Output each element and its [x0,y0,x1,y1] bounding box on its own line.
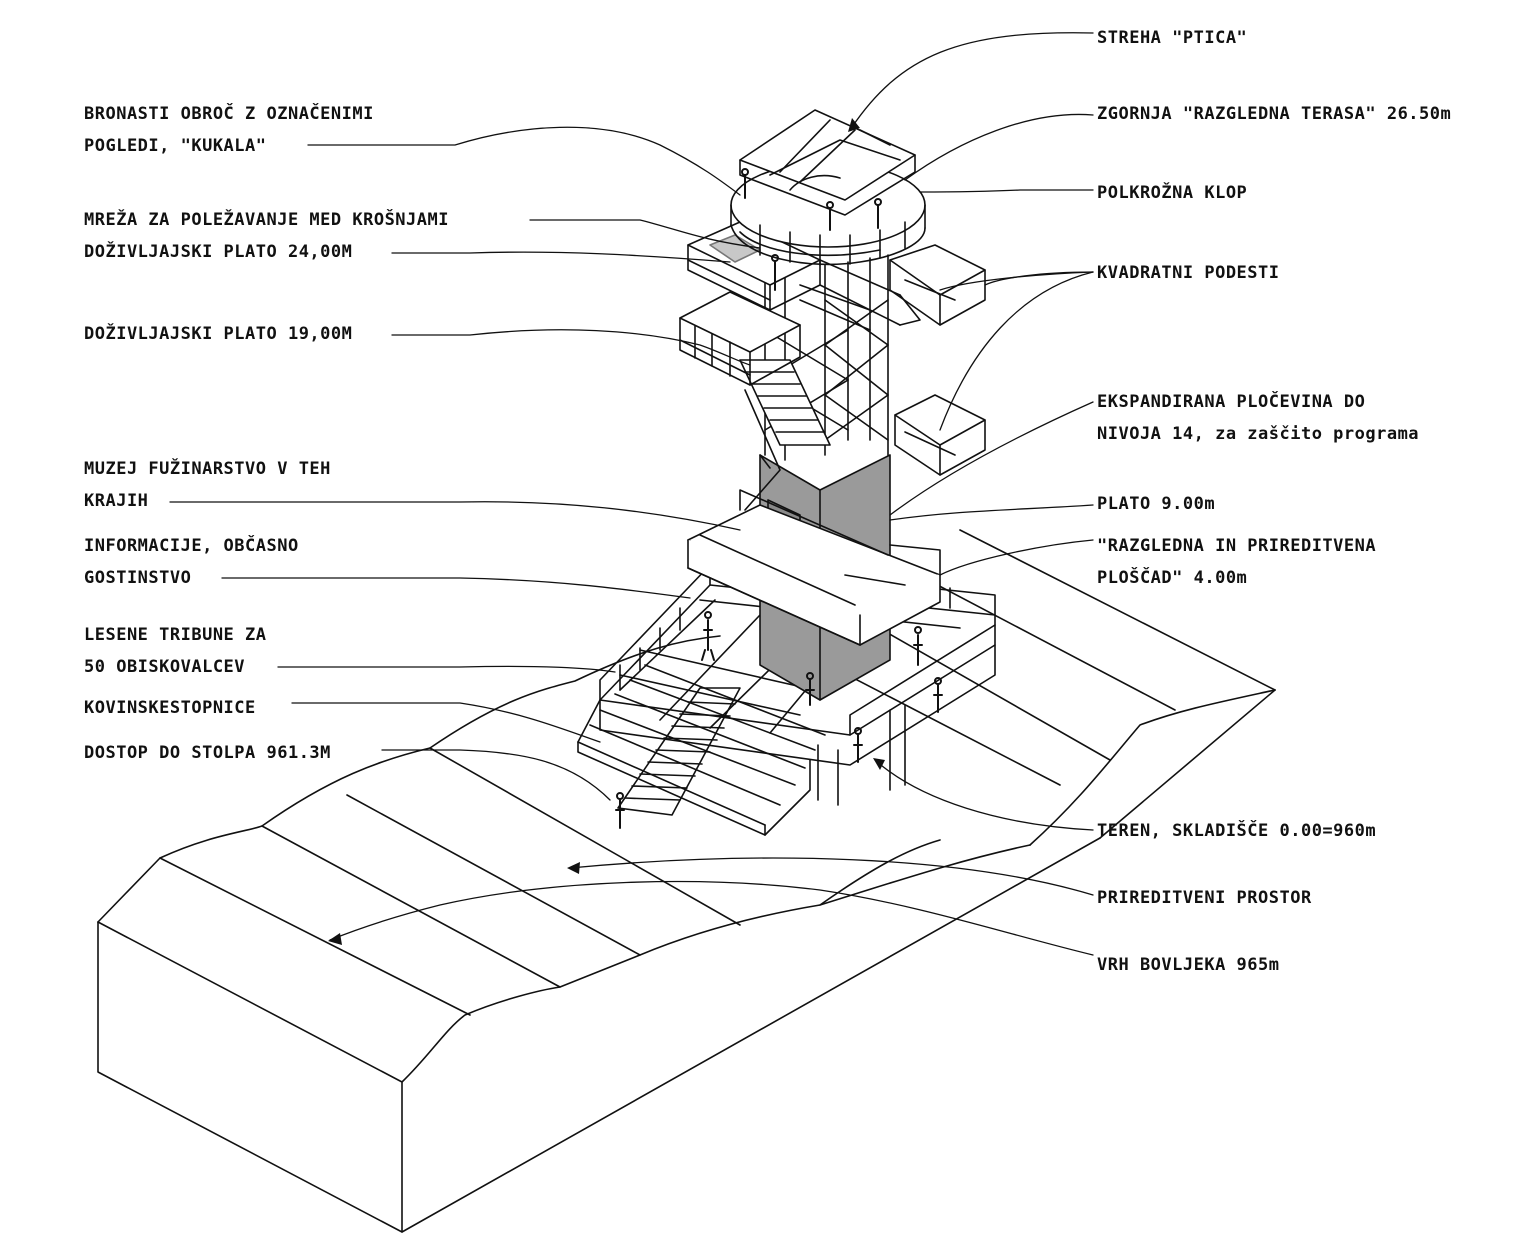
label-line: PLOŠČAD" 4.00m [1097,568,1248,588]
label-line: DOŽIVLJAJSKI PLATO 19,00M [84,324,353,344]
right-platforms [889,244,986,476]
label-line: TEREN, SKLADIŠČE 0.00=960m [1097,821,1377,841]
label-line: KOVINSKESTOPNICE [84,698,256,718]
label-dostop: DOSTOP DO STOLPA 961.3M [84,737,331,769]
label-tribune: LESENE TRIBUNE ZA 50 OBISKOVALCEV [84,619,267,683]
label-stopnice: KOVINSKESTOPNICE [84,692,256,724]
plato-9 [687,489,941,646]
leader-lines [169,32,1094,956]
arrowheads [328,118,885,945]
label-bronasti-obroc: BRONASTI OBROČ Z OZNAČENIMI POGLEDI, "KU… [84,98,374,162]
label-plato-9: PLATO 9.00m [1097,488,1215,520]
label-line: MUZEJ FUŽINARSTVO V TEH [84,459,331,479]
label-line: KVADRATNI PODESTI [1097,263,1280,283]
label-line: PRIREDITVENI PROSTOR [1097,888,1312,908]
label-line: DOŽIVLJAJSKI PLATO 24,00M [84,242,353,262]
label-prireditveni: PRIREDITVENI PROSTOR [1097,882,1312,914]
label-line: EKSPANDIRANA PLOČEVINA DO [1097,392,1366,412]
label-line: "RAZGLEDNA IN PRIREDITVENA [1097,536,1377,556]
label-ekspandirana: EKSPANDIRANA PLOČEVINA DO NIVOJA 14, za … [1097,386,1419,450]
label-line: LESENE TRIBUNE ZA [84,625,267,645]
label-line: NIVOJA 14, za zaščito programa [1097,424,1420,444]
label-mreza: MREŽA ZA POLEŽAVANJE MED KROŠNJAMI DOŽIV… [84,204,449,268]
mast-structure [739,254,889,511]
label-informacije: INFORMACIJE, OBČASNO GOSTINSTVO [84,530,299,594]
people [615,168,943,829]
label-muzej: MUZEJ FUŽINARSTVO V TEH KRAJIH [84,453,331,517]
label-line: DOSTOP DO STOLPA 961.3M [84,743,331,763]
lower-deck [577,564,996,836]
label-vrh: VRH BOVLJEKA 965m [1097,949,1280,981]
label-line: 50 OBISKOVALCEV [84,657,246,677]
label-ploscad: "RAZGLEDNA IN PRIREDITVENA PLOŠČAD" 4.00… [1097,530,1376,594]
label-line: ZGORNJA "RAZGLEDNA TERASA" 26.50m [1097,104,1452,124]
top-terrace [730,109,926,266]
label-polkrozna-klop: POLKROŽNA KLOP [1097,177,1247,209]
label-line: POLKROŽNA KLOP [1097,183,1248,203]
label-teren: TEREN, SKLADIŠČE 0.00=960m [1097,815,1376,847]
label-streha: STREHA "PTICA" [1097,22,1247,54]
label-line: STREHA "PTICA" [1097,28,1248,48]
label-line: POGLEDI, "KUKALA" [84,136,267,156]
label-line: BRONASTI OBROČ Z OZNAČENIMI [84,104,374,124]
label-kvadratni-podesti: KVADRATNI PODESTI [1097,257,1280,289]
label-line: VRH BOVLJEKA 965m [1097,955,1280,975]
label-line: GOSTINSTVO [84,568,192,588]
label-zgornja-terasa: ZGORNJA "RAZGLEDNA TERASA" 26.50m [1097,98,1451,130]
plato-24 [687,221,921,326]
label-line: INFORMACIJE, OBČASNO [84,536,299,556]
label-line: MREŽA ZA POLEŽAVANJE MED KROŠNJAMI [84,210,449,230]
label-plato-19: DOŽIVLJAJSKI PLATO 19,00M [84,318,352,350]
label-line: KRAJIH [84,491,149,511]
plato-19 [679,291,801,386]
label-line: PLATO 9.00m [1097,494,1216,514]
